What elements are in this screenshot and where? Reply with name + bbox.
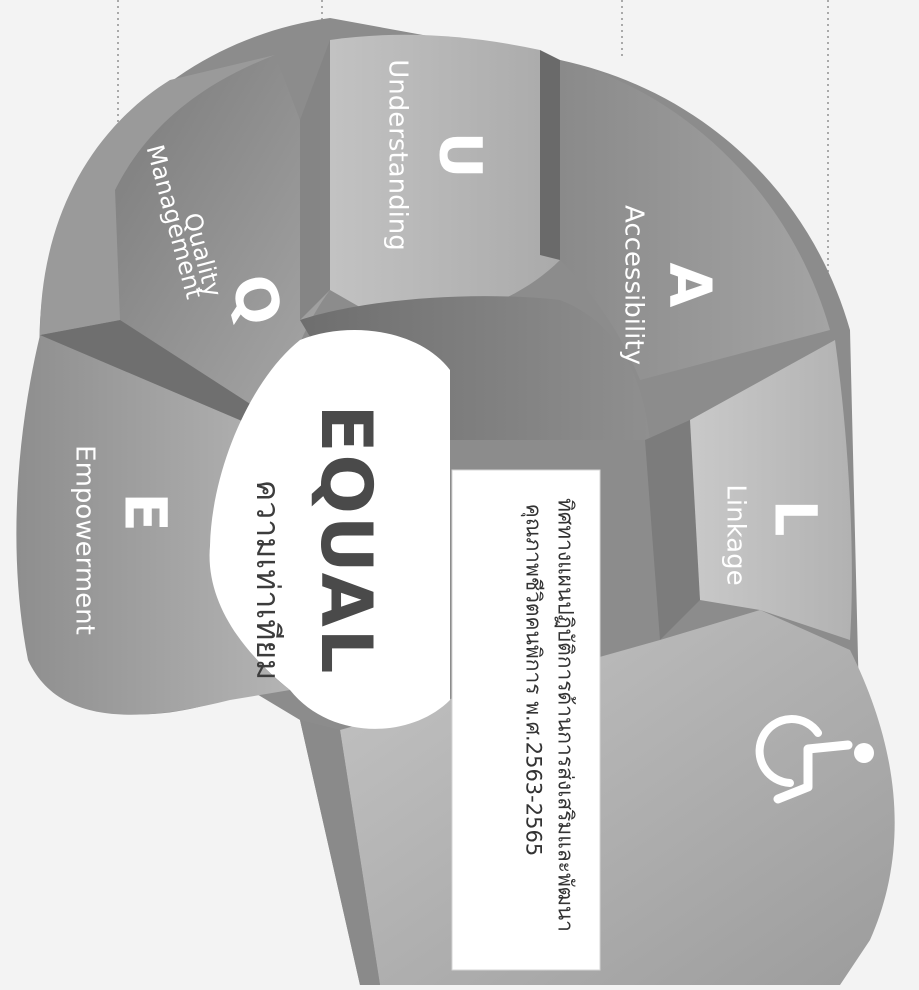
center-oval xyxy=(209,330,450,729)
segment-e-label: Empowerment xyxy=(69,445,100,635)
segment-u-side xyxy=(300,40,330,320)
segment-a-label: Accessibility xyxy=(618,205,649,365)
inner-wall xyxy=(300,296,650,440)
segment-a-letter: A xyxy=(656,262,725,308)
center-title: EQUAL xyxy=(304,404,387,676)
segment-e xyxy=(16,335,290,715)
segment-e-letter: E xyxy=(111,492,180,532)
segment-l-label: Linkage xyxy=(720,484,751,586)
box-text-line1: ทิศทางแผนปฏิบัติการด้านการส่งเสริมและพัฒ… xyxy=(553,498,578,932)
box-text-line2: คุณภาพชีวิตคนพิการ พ.ศ.2563-2565 xyxy=(521,503,546,857)
segment-u-letter: U xyxy=(426,131,495,179)
wheelchair-icon xyxy=(755,715,874,804)
segment-u xyxy=(330,34,560,330)
segment-q xyxy=(115,55,330,420)
segment-wheelchair-side xyxy=(300,720,380,985)
center-subtitle: ความเท่าเทียม xyxy=(248,479,287,681)
segment-a xyxy=(560,60,830,380)
segment-l-side xyxy=(645,420,700,640)
segment-l-letter: L xyxy=(761,499,830,537)
segment-u-label: Understanding xyxy=(382,59,413,251)
segment-q-side xyxy=(40,320,275,435)
central-box xyxy=(451,469,601,971)
segment-a-side xyxy=(540,50,560,260)
segment-q-top xyxy=(40,55,275,335)
segment-l xyxy=(688,340,852,640)
